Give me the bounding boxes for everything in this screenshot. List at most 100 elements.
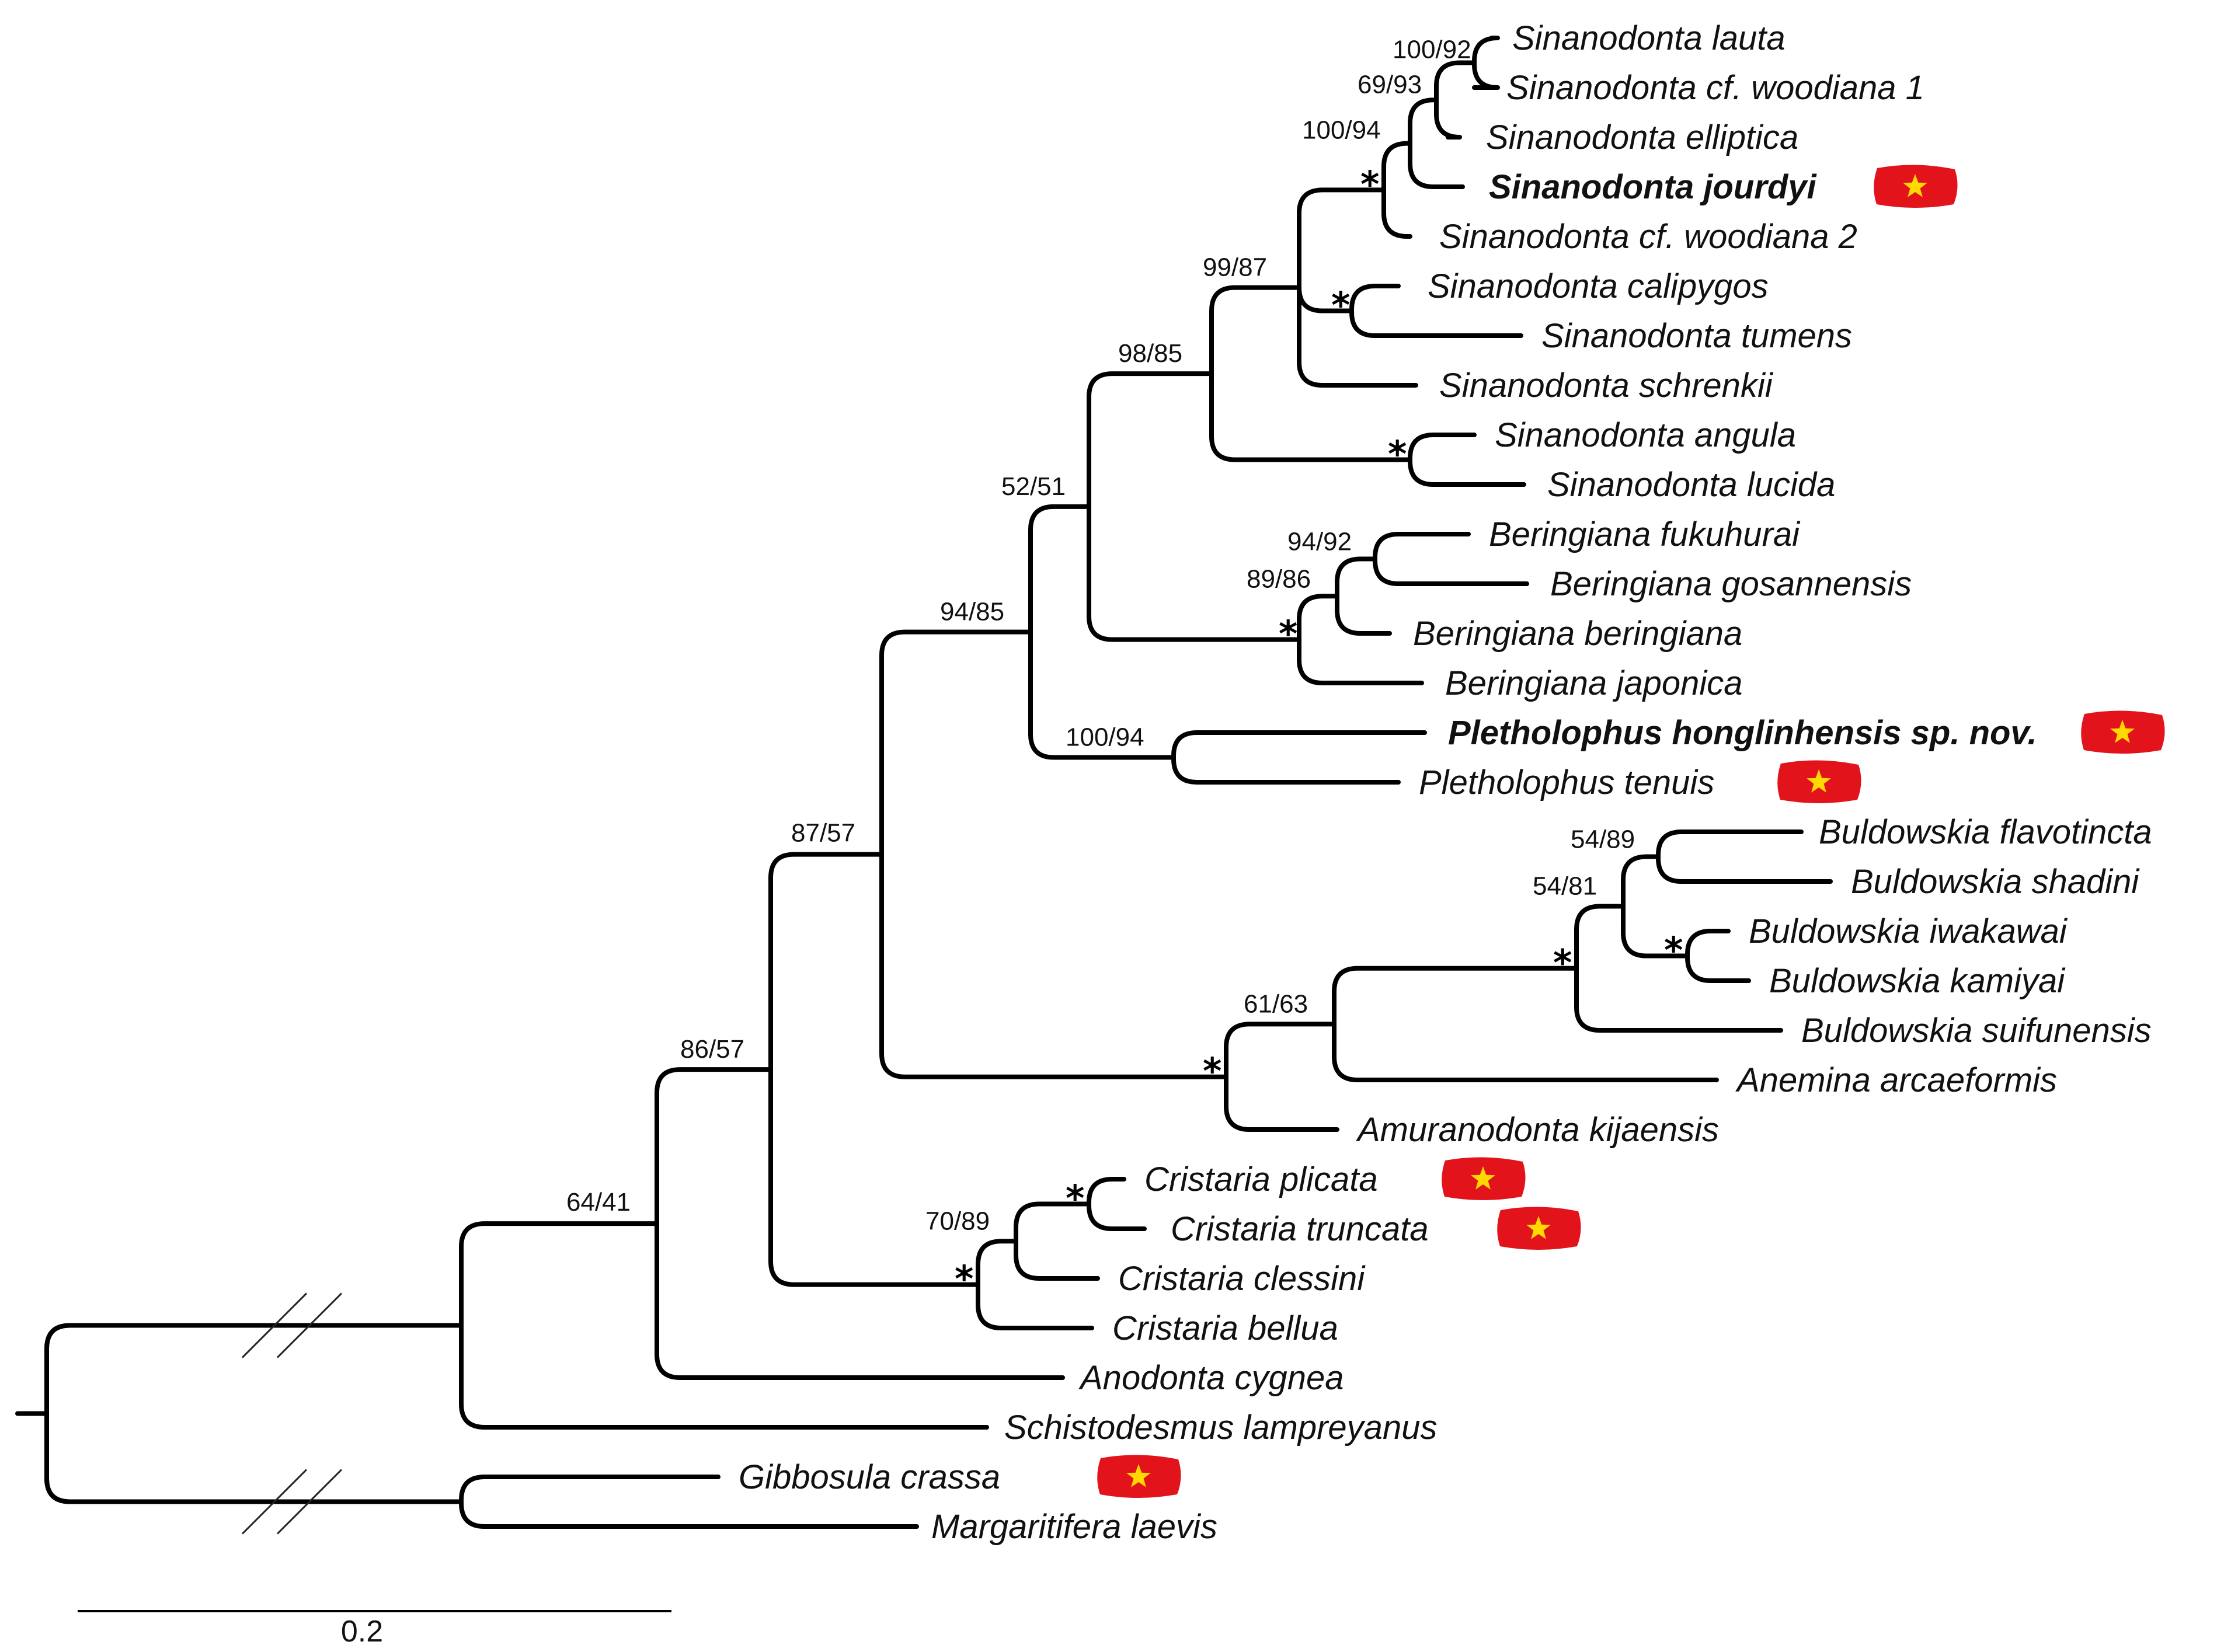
branch: [1472, 36, 1500, 65]
branch: [1381, 141, 1412, 193]
flag-star: [2110, 720, 2135, 743]
taxon-label: Buldowskia suifunensis: [1801, 1012, 2152, 1050]
support-value: 64/41: [566, 1188, 631, 1217]
vietnam-flag-icon: [1497, 1207, 1581, 1250]
branch: [879, 852, 1228, 1079]
taxon-label: Buldowskia shadini: [1851, 863, 2140, 901]
support-value: 89/86: [1247, 564, 1311, 593]
branch: [1408, 457, 1526, 487]
taxon-label: Margaritifera laevis: [931, 1508, 1217, 1546]
branch: [976, 1282, 1094, 1330]
branch: [1171, 755, 1401, 785]
branch: [879, 629, 1033, 857]
branch: [1381, 187, 1412, 239]
taxon-label: Cristaria truncata: [1171, 1210, 1429, 1248]
taxon-label: Buldowskia flavotincta: [1819, 813, 2152, 851]
support-value: 100/92: [1393, 36, 1471, 64]
taxon-label: Sinanodonta tumens: [1541, 317, 1852, 355]
branch: [44, 1323, 464, 1416]
support-values: 100/9269/93100/9499/8798/8594/9289/8652/…: [566, 36, 1635, 1236]
support-value: 69/93: [1358, 70, 1422, 99]
taxon-label: Beringiana gosannensis: [1550, 565, 1912, 603]
taxon-label: Cristaria plicata: [1144, 1160, 1378, 1198]
branch: [1209, 285, 1301, 377]
flag-star: [1471, 1166, 1495, 1190]
branch-break-marks: [241, 1292, 343, 1535]
taxon-label: Beringiana beringiana: [1413, 615, 1742, 653]
full-support-mark: *: [1388, 433, 1407, 476]
branch: [459, 1323, 989, 1430]
full-support-mark: *: [1066, 1177, 1084, 1220]
branch: [459, 1221, 659, 1328]
branch: [1621, 854, 1661, 909]
branch: [1621, 904, 1690, 959]
branch: [655, 1221, 1065, 1380]
full-support-mark: *: [1279, 613, 1297, 656]
branch: [1297, 637, 1424, 685]
break-slash: [276, 1469, 343, 1535]
taxon-label: Anodonta cygnea: [1078, 1359, 1344, 1397]
branch: [1685, 953, 1751, 983]
vietnam-flag-icon: [1097, 1455, 1181, 1498]
branch: [768, 1067, 980, 1287]
flag-star: [1126, 1464, 1151, 1487]
taxon-label: Beringiana fukuhurai: [1489, 515, 1801, 553]
support-value: 98/85: [1118, 339, 1182, 368]
branch: [1472, 60, 1500, 90]
branch: [1373, 532, 1471, 562]
flag-star: [1903, 174, 1927, 197]
full-support-mark: *: [955, 1258, 973, 1301]
vietnam-flag-icon: [1874, 165, 1958, 208]
support-value: 54/81: [1533, 872, 1597, 901]
branch: [768, 852, 884, 1072]
branch: [1028, 629, 1176, 760]
taxon-label: Buldowskia kamiyai: [1769, 962, 2066, 1000]
scale-bar: 0.2: [78, 1610, 671, 1648]
support-value: 86/57: [680, 1035, 744, 1064]
branch: [1297, 285, 1418, 388]
vietnam-flag-icon: [1442, 1157, 1526, 1200]
branch: [1087, 1177, 1126, 1207]
branch: [655, 1067, 773, 1226]
branch: [1171, 730, 1427, 760]
full-support-mark: *: [1331, 284, 1350, 327]
taxon-label: Sinanodonta schrenkii: [1439, 367, 1774, 405]
support-value: 94/92: [1287, 528, 1352, 556]
branch: [44, 1411, 464, 1504]
break-slash: [241, 1292, 308, 1358]
branch: [1685, 929, 1731, 959]
taxon-label: Anemina arcaeformis: [1735, 1061, 2057, 1099]
support-value: 70/89: [925, 1207, 990, 1235]
support-value: 100/94: [1066, 723, 1144, 752]
branch: [1373, 556, 1529, 586]
taxon-label: Sinanodonta lauta: [1512, 19, 1786, 57]
full-support-mark: *: [1203, 1050, 1221, 1093]
full-support-marks: *********: [955, 163, 1683, 1300]
full-support-mark: *: [1553, 942, 1572, 984]
support-value: 61/63: [1244, 989, 1308, 1018]
branch: [1014, 1239, 1100, 1281]
branch: [459, 1499, 919, 1529]
taxon-label: Cristaria clessini: [1118, 1260, 1366, 1298]
scale-bar-label: 0.2: [341, 1615, 383, 1648]
branch: [1087, 1201, 1147, 1231]
branch: [1656, 854, 1833, 884]
flag-star: [1526, 1216, 1551, 1239]
taxon-label: Gibbosula crassa: [739, 1458, 1000, 1496]
flag-star: [1807, 769, 1831, 793]
flag-markers: [1097, 165, 2165, 1498]
vietnam-flag-icon: [1777, 760, 1861, 803]
branch: [976, 1239, 1018, 1287]
full-support-mark: *: [1360, 163, 1379, 205]
taxon-label: Sinanodonta lucida: [1547, 466, 1835, 504]
taxon-label: Sinanodonta calipygos: [1428, 267, 1769, 305]
taxon-label: Beringiana japonica: [1445, 664, 1742, 702]
branch: [1332, 1022, 1719, 1082]
taxon-label: Amuranodonta kijaensis: [1356, 1111, 1719, 1149]
break-slash: [276, 1292, 343, 1358]
taxon-label: Pletholophus tenuis: [1419, 764, 1714, 801]
taxon-label: Sinanodonta jourdyi: [1489, 168, 1818, 206]
branch: [1349, 308, 1523, 338]
branch: [1332, 966, 1579, 1027]
